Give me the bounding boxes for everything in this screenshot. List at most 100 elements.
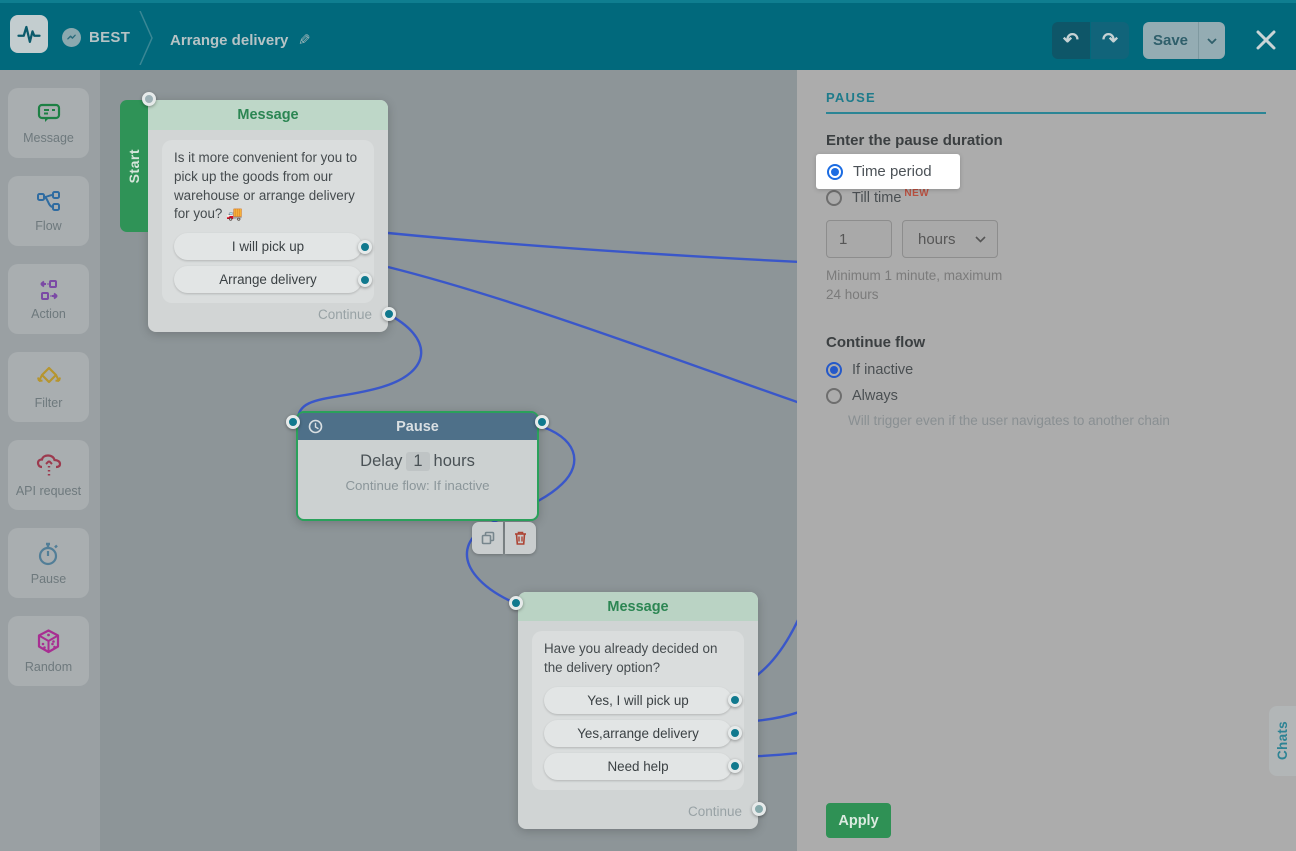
palette-item-flow[interactable]: Flow <box>8 176 89 246</box>
quick-reply-button[interactable]: Need help <box>544 752 742 780</box>
duration-heading: Enter the pause duration <box>826 132 1003 149</box>
breadcrumb-separator <box>139 11 153 65</box>
radio-selected-icon <box>827 163 843 180</box>
palette-item-label: Filter <box>34 395 63 410</box>
duration-value-input[interactable] <box>826 220 892 258</box>
close-button[interactable] <box>1254 28 1278 52</box>
new-badge: NEW <box>904 188 930 199</box>
start-tag: Start <box>120 100 148 232</box>
output-port[interactable] <box>535 415 549 429</box>
message-text: Is it more convenient for you to pick up… <box>174 150 358 222</box>
radio-time-period[interactable]: Time period <box>816 154 960 189</box>
app-logo[interactable] <box>10 15 48 53</box>
flow-canvas[interactable]: Start Message Is it more convenient for … <box>100 70 797 851</box>
palette-item-filter[interactable]: Filter <box>8 352 89 422</box>
node-action-toolbar <box>472 522 536 554</box>
api-request-icon <box>36 453 61 475</box>
message-node-start[interactable]: Start Message Is it more convenient for … <box>120 92 396 332</box>
pause-stopwatch-icon <box>38 542 58 565</box>
palette-item-pause[interactable]: Pause <box>8 528 89 598</box>
edit-title-icon[interactable]: ✎ <box>298 32 311 49</box>
output-port[interactable] <box>358 272 372 287</box>
save-dropdown-button[interactable] <box>1199 22 1225 59</box>
bot-selector[interactable]: BEST <box>62 28 130 47</box>
message-node-followup[interactable]: Message Have you already decided on the … <box>509 592 766 829</box>
redo-icon: ↷ <box>1102 30 1118 51</box>
node-header: Message <box>518 592 758 621</box>
pulse-logo-icon <box>17 25 41 44</box>
delay-unit: hours <box>433 452 475 470</box>
palette-item-api-request[interactable]: API request <box>8 440 89 510</box>
chats-tab[interactable]: Chats <box>1269 706 1296 776</box>
input-port[interactable] <box>142 92 156 106</box>
radio-label: Time period <box>853 163 932 180</box>
breadcrumb: Arrange delivery ✎ <box>170 31 311 50</box>
radio-selected-icon <box>826 362 842 378</box>
palette-item-action[interactable]: Action <box>8 264 89 334</box>
palette-item-label: Random <box>24 660 73 674</box>
continue-flow-hint: Will trigger even if the user navigates … <box>848 413 1170 428</box>
quick-reply-button[interactable]: Yes, I will pick up <box>544 686 742 714</box>
quick-reply-button[interactable]: Yes,arrange delivery <box>544 719 742 747</box>
node-title: Message <box>237 107 299 123</box>
top-header-bar: BEST Arrange delivery ✎ ↶ ↷ Save <box>0 0 1296 70</box>
radio-unselected-icon <box>826 388 842 404</box>
pause-settings-panel: PAUSE Enter the pause duration Time peri… <box>797 70 1296 851</box>
save-label: Save <box>1152 32 1189 49</box>
filter-icon <box>36 366 61 383</box>
palette-item-message[interactable]: Message <box>8 88 89 158</box>
radio-if-inactive[interactable]: If inactive <box>826 362 913 378</box>
quick-reply-button[interactable]: Arrange delivery <box>174 266 372 294</box>
radio-always[interactable]: Always <box>826 388 898 404</box>
duration-hint: Minimum 1 minute, maximum 24 hours <box>826 268 1003 302</box>
quick-reply-label: Arrange delivery <box>219 272 317 288</box>
node-title: Message <box>607 598 669 615</box>
delete-node-button[interactable] <box>505 522 536 554</box>
continue-output-port[interactable] <box>752 802 766 816</box>
panel-title-rule <box>826 112 1266 114</box>
start-tag-label: Start <box>126 148 142 184</box>
duration-unit-select[interactable]: hours <box>902 220 998 258</box>
message-bubble: Have you already decided on the delivery… <box>532 631 744 790</box>
clock-icon <box>308 419 323 434</box>
continue-label: Continue <box>317 307 372 322</box>
continue-label: Continue <box>687 804 742 819</box>
delay-prefix: Delay <box>360 452 403 470</box>
copy-icon <box>481 531 494 545</box>
undo-button[interactable]: ↶ <box>1052 22 1090 59</box>
quick-reply-label: I will pick up <box>231 239 305 255</box>
duplicate-node-button[interactable] <box>472 522 503 554</box>
panel-title: PAUSE <box>826 90 876 105</box>
redo-button[interactable]: ↷ <box>1091 22 1129 59</box>
flow-title: Arrange delivery <box>170 31 289 49</box>
radio-label: Always <box>852 388 898 404</box>
input-port[interactable] <box>509 596 523 610</box>
continue-flow-heading: Continue flow <box>826 334 926 351</box>
node-header: Pause <box>298 413 537 440</box>
palette-item-random[interactable]: Random <box>8 616 89 686</box>
wire-continue-to-pause <box>296 311 423 423</box>
chevron-down-icon <box>1207 37 1217 44</box>
history-controls: ↶ ↷ <box>1052 22 1129 59</box>
node-title: Pause <box>396 418 439 435</box>
apply-button[interactable]: Apply <box>826 803 891 838</box>
output-port[interactable] <box>358 239 372 254</box>
save-button[interactable]: Save <box>1143 22 1199 59</box>
chevron-down-icon <box>975 236 986 243</box>
input-port[interactable] <box>286 415 300 429</box>
continue-output-port[interactable] <box>382 307 396 321</box>
quick-reply-label: Need help <box>607 758 669 774</box>
palette-item-label: Flow <box>35 218 62 233</box>
output-port[interactable] <box>728 726 742 741</box>
delay-value: 1 <box>406 452 430 471</box>
trash-icon <box>515 531 526 545</box>
output-port[interactable] <box>728 759 742 774</box>
node-palette-sidebar: Message Flow Action Filter <box>0 70 100 851</box>
bot-name: BEST <box>89 29 131 46</box>
output-port[interactable] <box>728 693 742 708</box>
quick-reply-button[interactable]: I will pick up <box>174 233 372 261</box>
